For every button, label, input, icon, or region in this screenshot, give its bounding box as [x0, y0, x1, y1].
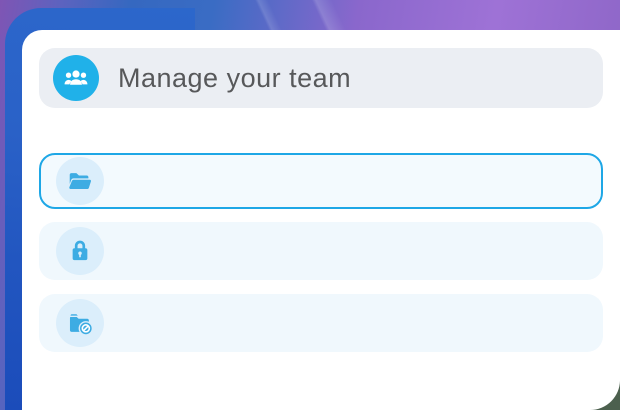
team-panel-card: Manage your team [22, 30, 620, 410]
list-item-open-folder[interactable] [39, 153, 603, 209]
team-icon [53, 55, 99, 101]
lock-icon [56, 227, 104, 275]
restricted-folder-icon [56, 299, 104, 347]
list-item-lock[interactable] [39, 222, 603, 280]
open-folder-icon [56, 157, 104, 205]
list-item-restricted-folder[interactable] [39, 294, 603, 352]
team-options-list [39, 153, 603, 352]
panel-title: Manage your team [118, 62, 352, 93]
panel-header: Manage your team [39, 48, 603, 108]
